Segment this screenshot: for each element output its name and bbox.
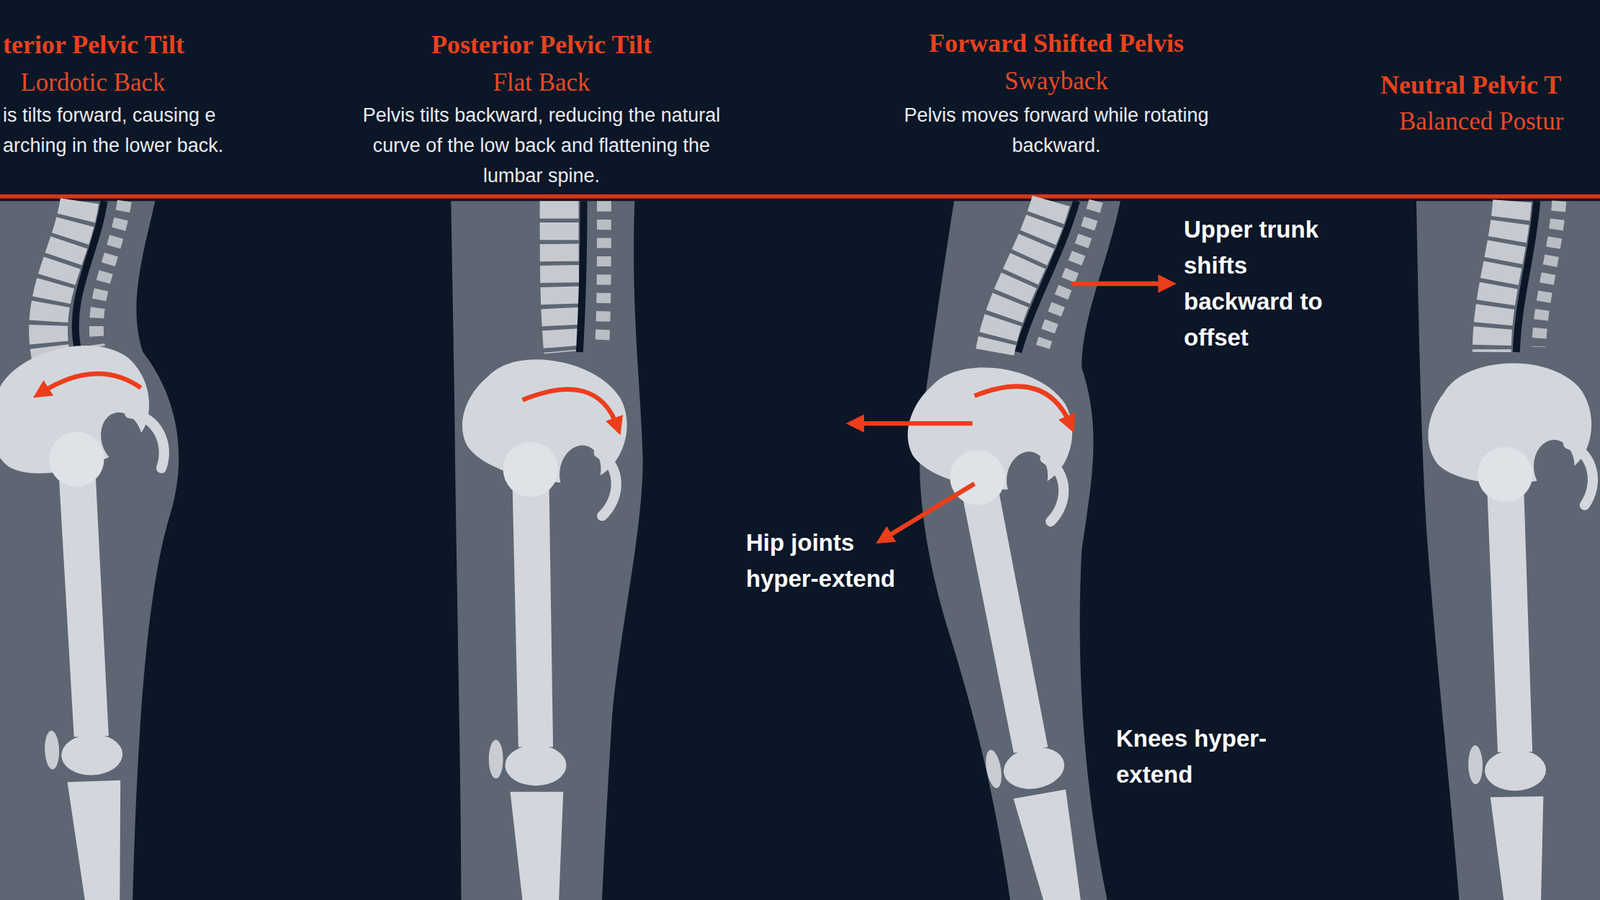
spinal-canal — [1018, 200, 1077, 353]
column-heading: Forward Shifted Pelvis — [840, 27, 1273, 60]
column-subheading: Lordotic Back — [0, 66, 186, 99]
column-description: Pelvis moves forward while rotating back… — [869, 100, 1244, 161]
figure-neutral — [1416, 200, 1600, 900]
callout-label: Knees hyper-extend — [1116, 720, 1304, 793]
shift-arrow — [855, 421, 973, 426]
spinal-canal — [579, 200, 584, 353]
vertebrae — [559, 200, 564, 353]
column-heading: terior Pelvic Tilt — [2, 28, 306, 61]
figure-anterior — [0, 200, 179, 900]
column-heading: Posterior Pelvic Tilt — [325, 28, 758, 61]
spinal-canal — [75, 200, 105, 349]
column-subheading: Balanced Postur — [1399, 105, 1564, 138]
column-heading: Neutral Pelvic T — [1380, 69, 1562, 101]
leader-arrow — [1071, 281, 1168, 286]
leg-bones — [488, 442, 567, 900]
leg-bones — [33, 430, 129, 900]
leader-arrow — [883, 483, 975, 540]
rotation-arrow — [974, 386, 1071, 425]
leg-bones — [1462, 446, 1549, 900]
callout-label: Hip joints hyper-extend — [745, 524, 934, 597]
spinous-processes — [1538, 200, 1559, 348]
vertebrae — [1491, 200, 1513, 353]
divider-rule — [0, 194, 1600, 199]
leg-bones — [931, 444, 1091, 900]
callout-label: Upper trunk shifts backward to offset — [1183, 211, 1357, 356]
body-silhouette — [919, 200, 1121, 900]
rotation-arrow — [522, 389, 618, 428]
figure-posterior — [449, 200, 644, 900]
spinal-canal — [1516, 200, 1537, 353]
column-subheading: Swayback — [912, 65, 1201, 98]
column-description: is tilts forward, causing e arching in t… — [2, 100, 284, 161]
column-description: Pelvis tilts backward, reducing the natu… — [361, 100, 722, 191]
column-subheading: Flat Back — [397, 66, 686, 99]
spinous-processes — [601, 200, 605, 348]
figure-swayback — [855, 200, 1168, 900]
rotation-arrow — [41, 373, 142, 394]
